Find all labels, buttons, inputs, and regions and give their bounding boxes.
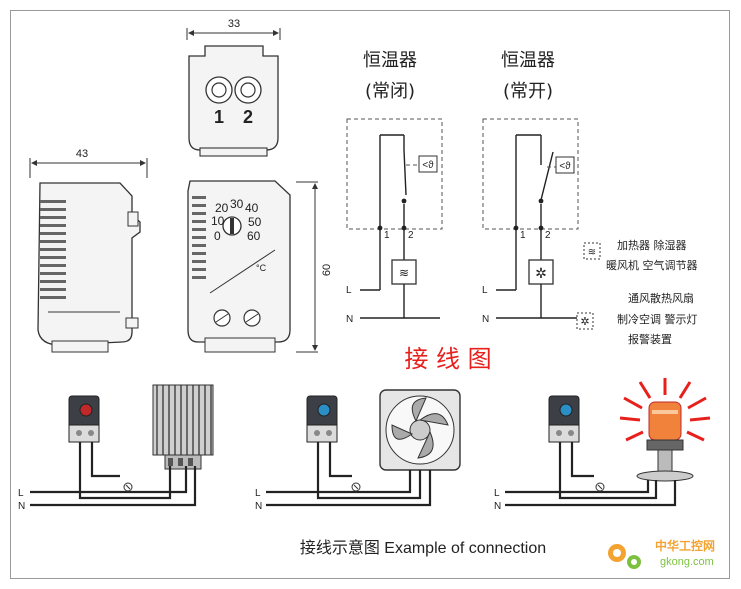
schematic-no-L-label: L <box>482 285 488 296</box>
schematic-no-terminal-1: 1 <box>520 230 526 241</box>
dial-mark-0: 0 <box>214 229 221 243</box>
top-view-drawing: 33 1 2 <box>186 18 281 157</box>
svg-text:<ϑ: <ϑ <box>422 160 434 171</box>
schematic-nc-title: 恒温器 <box>363 50 417 71</box>
dial-mark-50: 50 <box>248 215 262 229</box>
gkong-watermark: 中华工控网 gkong.com <box>608 538 715 569</box>
schematic-no-terminal-2: 2 <box>545 230 551 241</box>
connection-caption: 接线示意图 Example of connection <box>300 538 546 557</box>
top-terminal-1-label: 1 <box>214 107 224 127</box>
legend-fan-line1: 通风散热风扇 <box>628 291 694 305</box>
gear-icon <box>608 544 641 569</box>
schematic-no-title: 恒温器 <box>501 50 555 71</box>
example-fan: L N <box>255 389 461 512</box>
dial-mark-60: 60 <box>247 229 261 243</box>
schematic-nc-subtitle: (常闭) <box>365 81 415 102</box>
dial-mark-20: 20 <box>215 201 229 215</box>
legend-heater-line1: 加热器 除湿器 <box>617 238 687 252</box>
dial-mark-30: 30 <box>230 197 244 211</box>
svg-text:≋: ≋ <box>588 247 596 258</box>
legend-heater-line2: 暖风机 空气调节器 <box>606 258 698 272</box>
example-warning-light: L N <box>494 378 711 512</box>
svg-text:<ϑ: <ϑ <box>559 161 571 172</box>
example1-L-label: L <box>18 488 24 499</box>
side-view-drawing: 43 <box>29 148 148 353</box>
top-width-dimension: 33 <box>228 18 240 30</box>
example2-N-label: N <box>255 501 262 512</box>
schematic-nc-terminal-1: 1 <box>384 230 390 241</box>
watermark-brand: 中华工控网 <box>655 538 715 553</box>
top-terminal-2-label: 2 <box>243 107 253 127</box>
svg-text:≋: ≋ <box>399 266 409 280</box>
example1-N-label: N <box>18 501 25 512</box>
dial-mark-10: 10 <box>211 214 225 228</box>
height-dimension: 60 <box>321 264 333 276</box>
schematic-normally-open: 恒温器 (常开) <ϑ 1 2 ✲ L N <box>482 50 579 325</box>
example3-N-label: N <box>494 501 501 512</box>
schematic-nc-N-label: N <box>346 314 353 325</box>
dial-mark-40: 40 <box>245 201 259 215</box>
svg-text:✲: ✲ <box>535 265 547 281</box>
side-width-dimension: 43 <box>76 148 88 160</box>
front-view-drawing: 60 20 30 40 10 50 0 60 °C <box>187 180 333 353</box>
example2-L-label: L <box>255 488 261 499</box>
schematic-no-subtitle: (常开) <box>503 81 553 102</box>
svg-text:✲: ✲ <box>580 316 589 328</box>
schematic-nc-terminal-2: 2 <box>408 230 414 241</box>
watermark-url: gkong.com <box>660 556 714 568</box>
schematic-nc-L-label: L <box>346 285 352 296</box>
schematic-normally-closed: 恒温器 (常闭) <ϑ 1 2 ≋ L N <box>346 50 443 325</box>
dial-unit: °C <box>256 263 267 273</box>
legend-fan-line2: 制冷空调 警示灯 <box>617 312 698 326</box>
example3-L-label: L <box>494 488 500 499</box>
example-heater: L N <box>18 384 214 512</box>
schematic-no-N-label: N <box>482 314 489 325</box>
wiring-diagram-title: 接 线 图 <box>404 345 491 373</box>
legend: ≋ 加热器 除湿器 暖风机 空气调节器 ✲ 通风散热风扇 制冷空调 警示灯 报警… <box>576 238 698 346</box>
legend-fan-line3: 报警装置 <box>628 332 672 346</box>
